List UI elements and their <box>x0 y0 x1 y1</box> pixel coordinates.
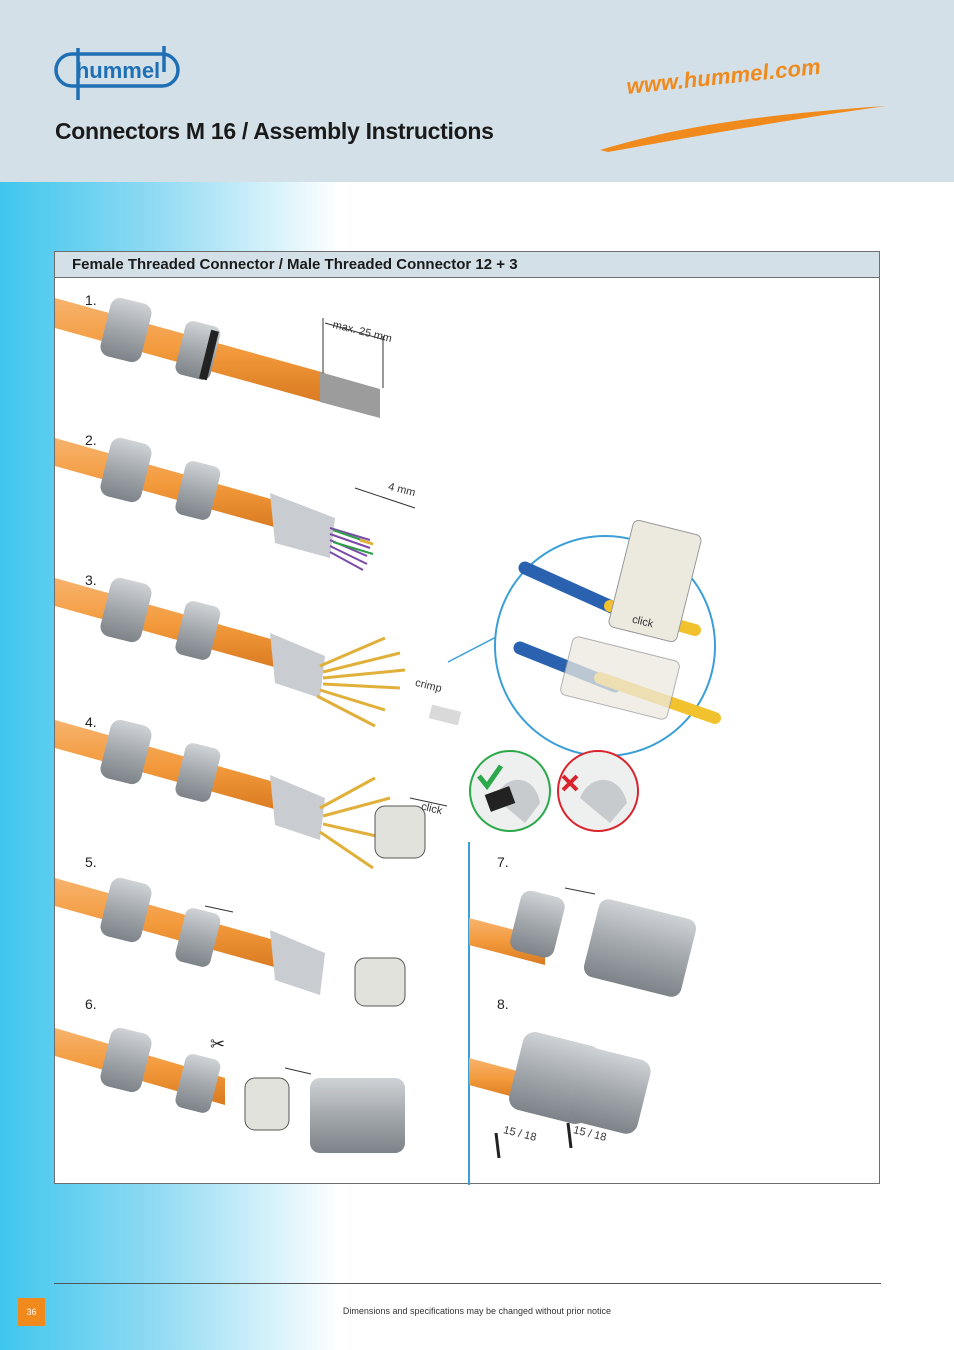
step-5-number: 5. <box>85 854 97 870</box>
page-title: Connectors M 16 / Assembly Instructions <box>55 118 494 144</box>
wrong-orientation-circle <box>557 750 639 832</box>
column-divider <box>468 842 470 1185</box>
hummel-logo: hummel <box>54 46 180 100</box>
step-4-illustration <box>55 719 448 870</box>
step-6-number: 6. <box>85 996 97 1012</box>
step-2-number: 2. <box>85 432 97 448</box>
check-icon <box>477 764 504 791</box>
step-4-number: 4. <box>85 714 97 730</box>
step-1-number: 1. <box>85 292 97 308</box>
step-1-illustration <box>55 297 386 418</box>
step-7-illustration <box>469 887 697 997</box>
step-3-number: 3. <box>85 572 97 588</box>
url-swoosh <box>600 106 886 152</box>
wrench-icon <box>494 1132 501 1159</box>
step-7-number: 7. <box>497 854 509 870</box>
step-2-illustration <box>55 437 416 571</box>
panel-header: Female Threaded Connector / Male Threade… <box>55 252 879 278</box>
wrench-icon <box>566 1122 573 1149</box>
step-8-number: 8. <box>497 996 509 1012</box>
panel-title: Female Threaded Connector / Male Threade… <box>72 256 518 273</box>
assembly-panel: Female Threaded Connector / Male Threade… <box>54 251 880 1185</box>
page-header <box>0 0 954 182</box>
step-6-illustration: ✂ <box>55 1027 405 1153</box>
step-5-illustration <box>55 877 406 1007</box>
step-3-illustration <box>55 577 526 728</box>
step-8-illustration <box>469 1032 651 1159</box>
assembly-illustrations: ✂ <box>55 297 721 1159</box>
cross-icon <box>561 774 579 792</box>
logo-text: hummel <box>76 58 160 83</box>
crimp-detail-circle <box>494 519 721 757</box>
footer-divider <box>54 1283 881 1284</box>
correct-orientation-circle <box>469 750 551 832</box>
footer-note: Dimensions and specifications may be cha… <box>342 1306 612 1316</box>
scissors-icon: ✂ <box>210 1034 225 1054</box>
page-number: 36 <box>18 1298 45 1326</box>
